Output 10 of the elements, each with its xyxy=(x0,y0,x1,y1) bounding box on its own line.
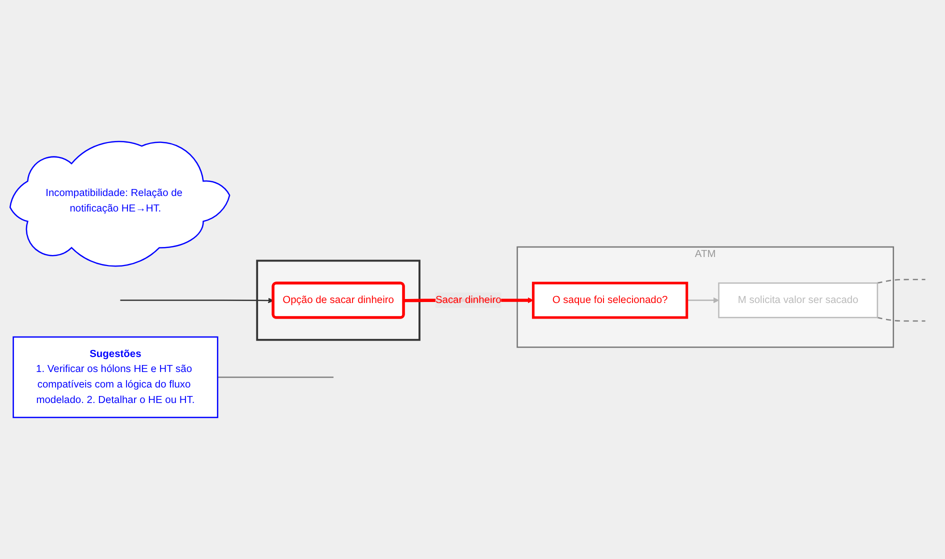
cluster xyxy=(256,260,420,341)
connector xyxy=(218,376,334,378)
node-box: O saque foi selecionado? xyxy=(532,282,688,319)
node-box: M solicita valor ser sacado xyxy=(718,282,878,318)
connector xyxy=(877,278,926,284)
connector xyxy=(877,316,926,322)
node-box: Sugestões 1. Verificar os hólons HE e HT são compatíveis com a lógica do fluxo modelado. 2. Detalhar o HE ou HT. xyxy=(12,336,218,418)
edge-label: Sacar dinheiro xyxy=(435,294,502,306)
arrow xyxy=(120,298,274,304)
arrow xyxy=(686,297,720,304)
